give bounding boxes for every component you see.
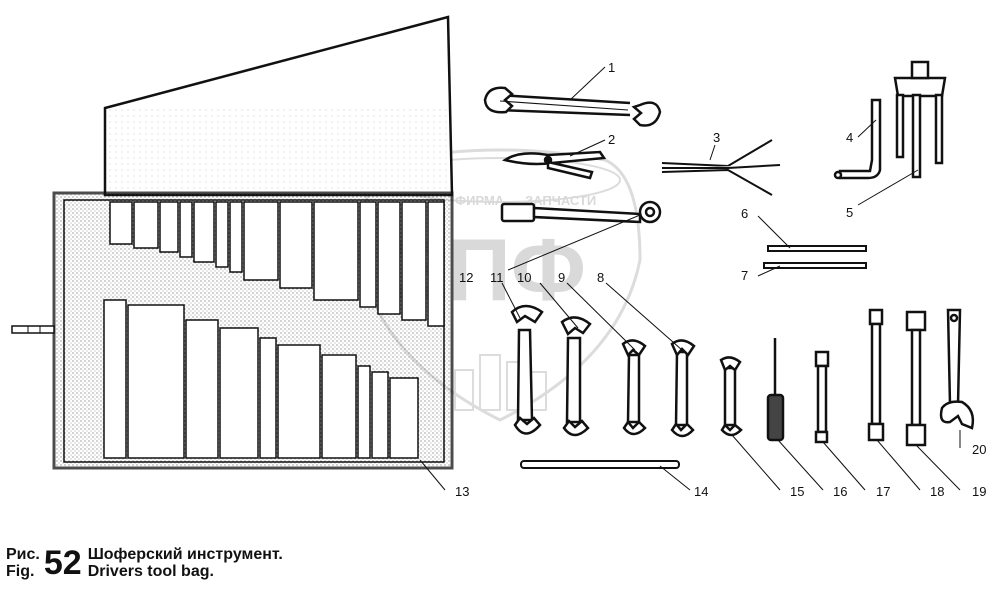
- label-16: 16: [833, 484, 847, 499]
- caption-title-ru: Шоферский инструмент.: [87, 546, 283, 563]
- pliers: [501, 150, 607, 180]
- label-2: 2: [608, 132, 615, 147]
- box-spanner-19: [905, 310, 927, 447]
- tool-bag: [11, 15, 454, 470]
- watermark-top-text: ФИРМА: [455, 193, 505, 208]
- figure-number: 52: [43, 544, 82, 582]
- rod-short-6: [767, 245, 867, 252]
- feeler-gauge: [661, 139, 781, 196]
- wrench-9: [670, 339, 696, 438]
- wrench-12: [510, 304, 544, 435]
- screwdriver: [766, 338, 785, 442]
- socket-wrench: [500, 200, 662, 224]
- double-wrench-large: [483, 86, 662, 127]
- label-10: 10: [517, 270, 531, 285]
- label-3: 3: [713, 130, 720, 145]
- label-11: 11: [490, 270, 504, 285]
- label-1: 1: [608, 60, 615, 75]
- label-8: 8: [597, 270, 604, 285]
- hex-key: [833, 98, 882, 180]
- label-17: 17: [876, 484, 890, 499]
- caption-prefix-en: Fig.: [6, 563, 35, 580]
- caption-prefix-ru: Рис.: [6, 546, 40, 563]
- label-7: 7: [741, 268, 748, 283]
- spanner-20: [939, 308, 975, 430]
- label-18: 18: [930, 484, 944, 499]
- long-rod-14: [520, 460, 680, 469]
- label-14: 14: [694, 484, 708, 499]
- wrench-10: [621, 339, 647, 436]
- label-5: 5: [846, 205, 853, 220]
- label-15: 15: [790, 484, 804, 499]
- caption-prefixes: Рис. Fig.: [6, 546, 40, 580]
- label-6: 6: [741, 206, 748, 221]
- socket-spanner-17: [814, 350, 830, 444]
- wrench-15: [719, 356, 743, 437]
- label-13: 13: [455, 484, 469, 499]
- label-20: 20: [972, 442, 986, 457]
- caption-titles: Шоферский инструмент. Drivers tool bag.: [88, 546, 283, 580]
- leader-lines: [419, 66, 961, 491]
- socket-spanner-18: [867, 308, 885, 442]
- label-12: 12: [459, 270, 473, 285]
- caption-title-en: Drivers tool bag.: [87, 563, 214, 580]
- watermark-top-text-2: ЗАПЧАСТИ: [525, 193, 596, 208]
- label-9: 9: [558, 270, 565, 285]
- label-19: 19: [972, 484, 986, 499]
- rod-short-7: [763, 262, 867, 269]
- puller: [893, 60, 947, 179]
- label-4: 4: [846, 130, 853, 145]
- figure-caption: Рис. Fig. 52 Шоферский инструмент. Drive…: [6, 546, 283, 580]
